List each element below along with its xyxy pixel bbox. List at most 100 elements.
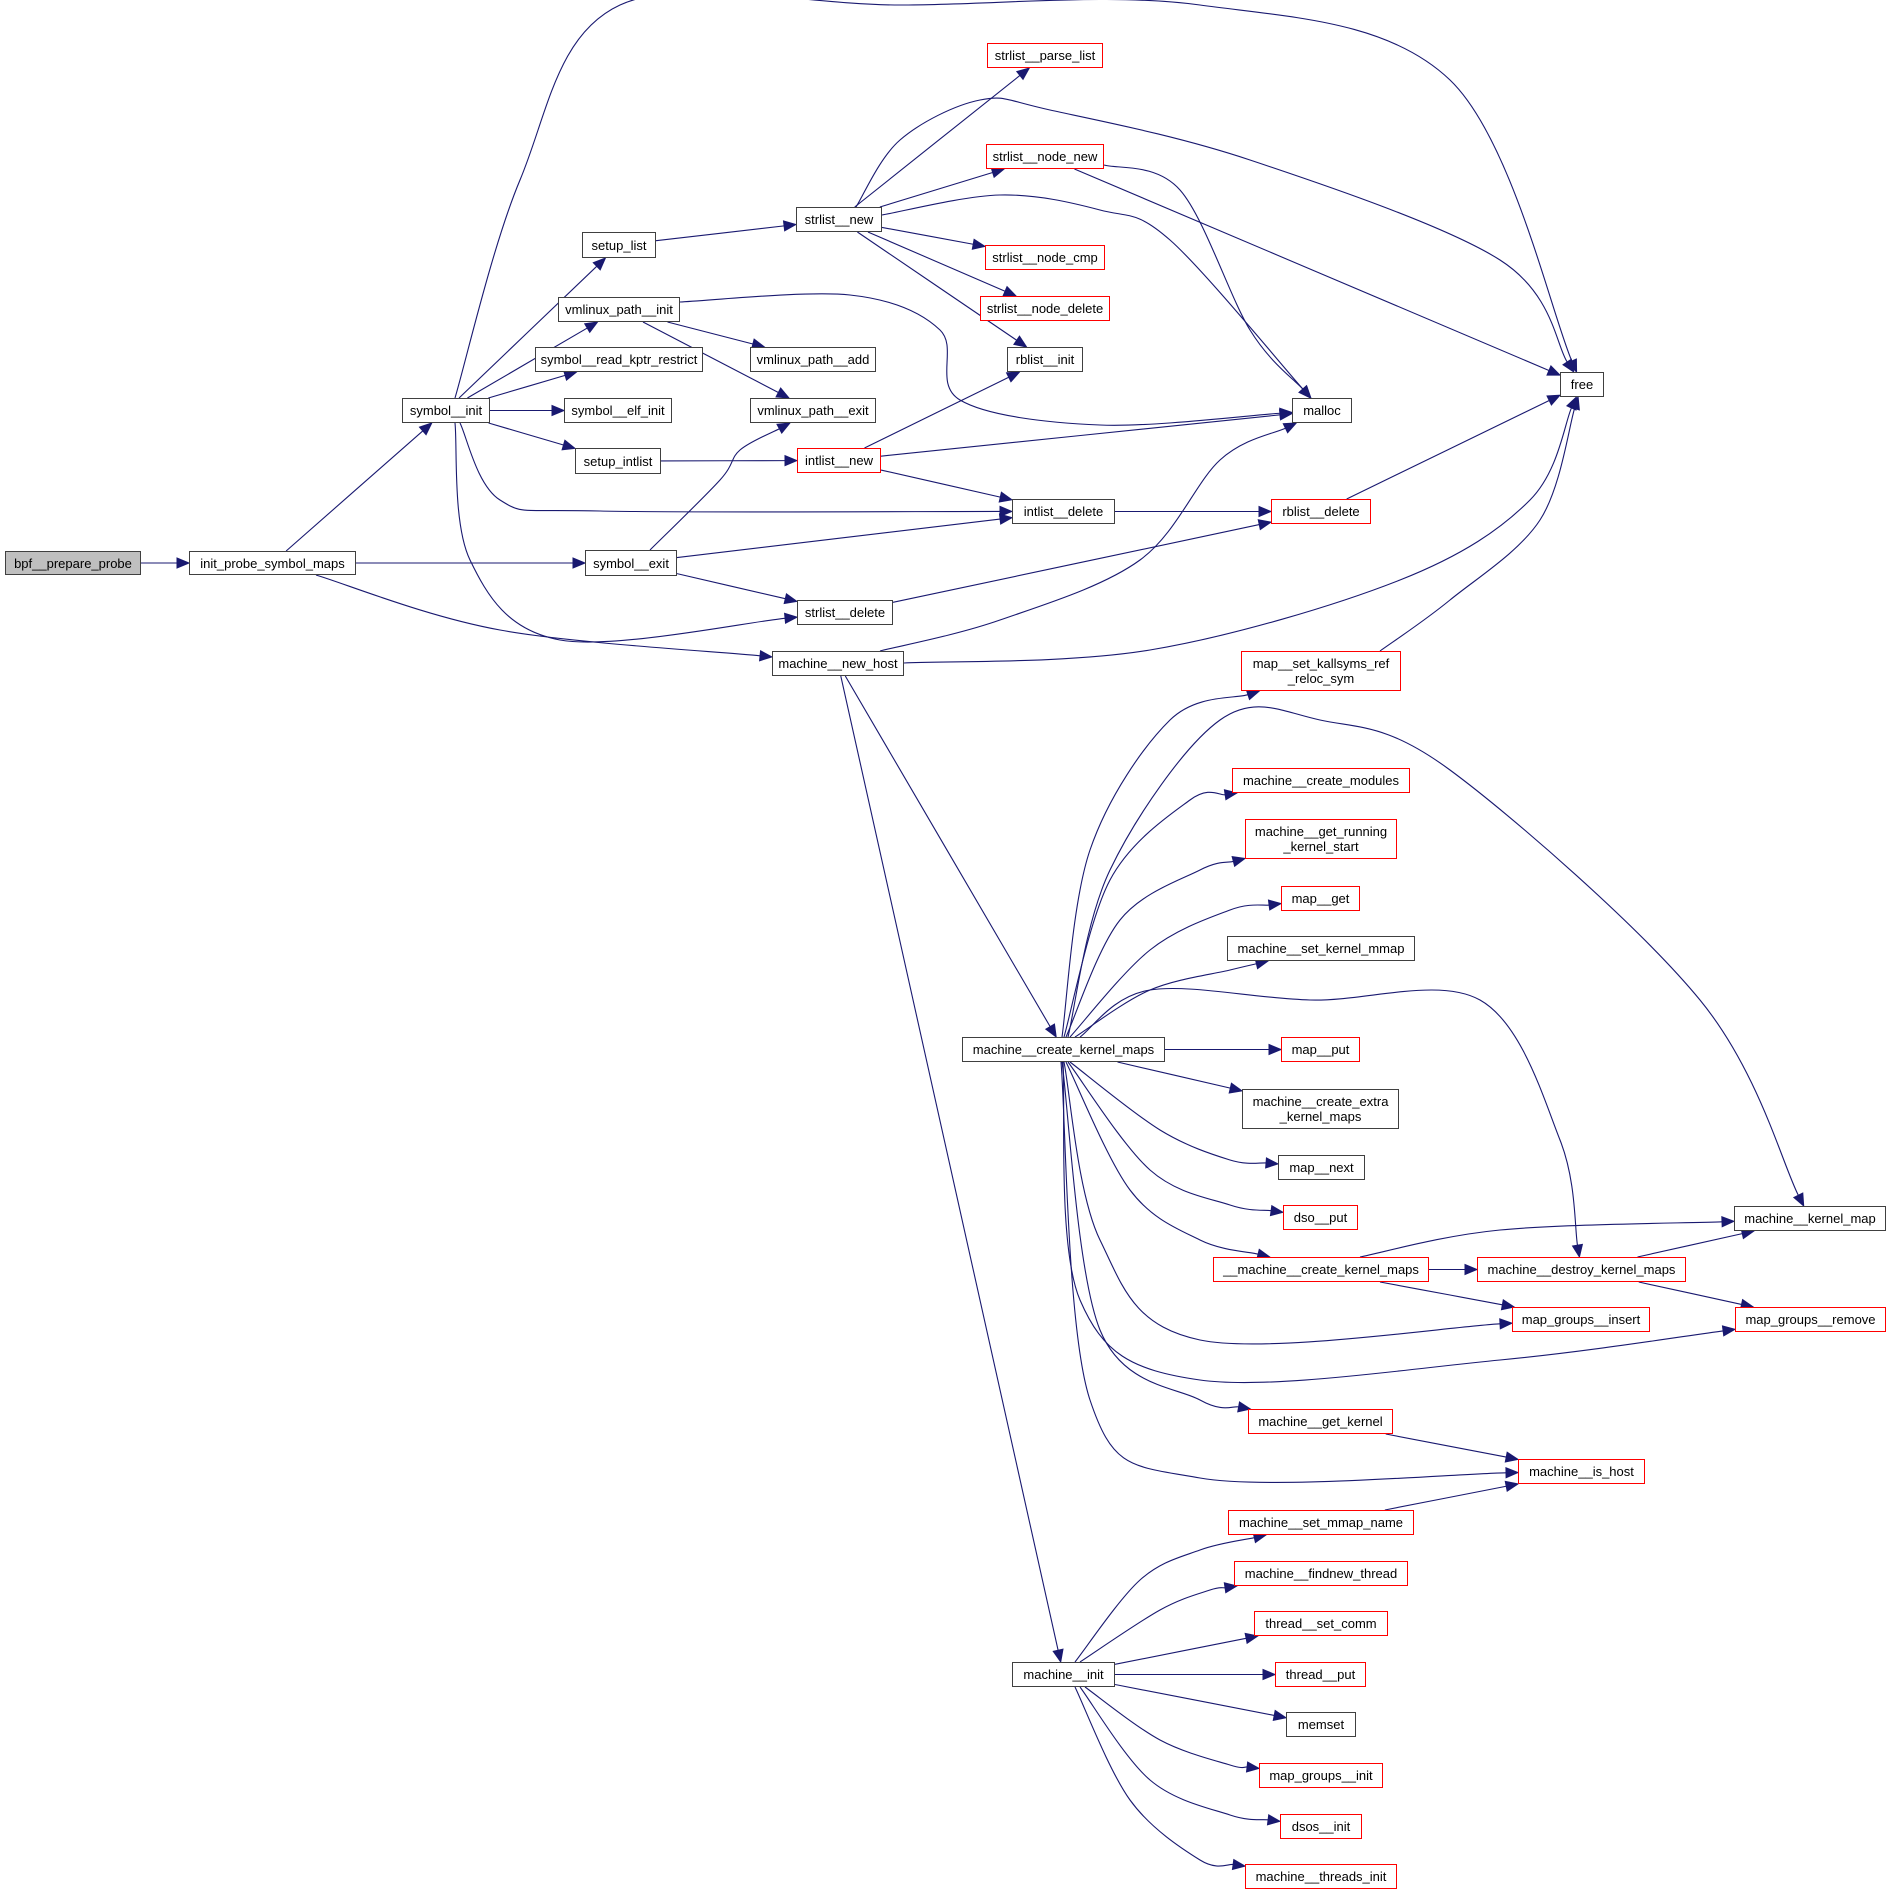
node-label: machine__is_host <box>1529 1464 1634 1479</box>
node-label: symbol__read_kptr_restrict <box>540 352 698 367</box>
node-strlist--node-delete[interactable]: strlist__node_delete <box>980 296 1110 321</box>
edge-arrow-machine__create_kernel_maps-to-machine__get_running_kernel_start <box>1231 856 1247 868</box>
node-machine--get-kernel[interactable]: machine__get_kernel <box>1248 1409 1393 1434</box>
node-machine--destroy-kernel-maps[interactable]: machine__destroy_kernel_maps <box>1477 1257 1686 1282</box>
edge-machine__new_host-to-free <box>903 407 1572 664</box>
edge-arrow-strlist__new-to-strlist__node_cmp <box>971 238 987 250</box>
node-machine--is-host[interactable]: machine__is_host <box>1518 1459 1645 1484</box>
node-machine--findnew-thread[interactable]: machine__findnew_thread <box>1234 1561 1408 1586</box>
node-label: memset <box>1297 1717 1345 1732</box>
node-rblist--init[interactable]: rblist__init <box>1007 347 1083 372</box>
node-rblist--delete[interactable]: rblist__delete <box>1271 499 1371 524</box>
edge-arrow-machine__create_kernel_maps-to-map__next <box>1265 1157 1280 1169</box>
edge-machine__get_kernel-to-machine__is_host <box>1385 1433 1507 1458</box>
node-free[interactable]: free <box>1560 372 1604 397</box>
node-label: map_groups__insert <box>1521 1312 1641 1327</box>
edge-arrow-setup_intlist-to-intlist__new <box>784 454 799 467</box>
edge-arrow-machine__new_host-to-malloc <box>1282 422 1298 434</box>
edge-arrow-intlist__new-to-intlist__delete <box>998 491 1014 503</box>
edge-arrow-machine__create_kernel_maps-to-map__get <box>1267 899 1283 911</box>
node-map-groups--remove[interactable]: map_groups__remove <box>1735 1307 1886 1332</box>
node-machine--create-modules[interactable]: machine__create_modules <box>1232 768 1410 793</box>
node-vmlinux-path--add[interactable]: vmlinux_path__add <box>750 347 876 372</box>
edge-machine__init-to-machine__set_mmap_name <box>1074 1537 1255 1663</box>
node-symbol--read-kptr-restrict[interactable]: symbol__read_kptr_restrict <box>535 347 703 372</box>
node-thread--set-comm[interactable]: thread__set_comm <box>1254 1611 1388 1636</box>
node-label: map__next <box>1289 1160 1354 1175</box>
node-machine--new-host[interactable]: machine__new_host <box>772 651 904 676</box>
edge-arrow-machine__get_kernel-to-machine__is_host <box>1504 1451 1520 1463</box>
edge-arrow-machine__init-to-thread__put <box>1262 1668 1277 1681</box>
node-machine--create-extra-kernel-maps[interactable]: machine__create_extra _kernel_maps <box>1242 1089 1399 1129</box>
node-machine--get-running-kernel-start[interactable]: machine__get_running _kernel_start <box>1245 819 1397 859</box>
node-label: symbol__exit <box>593 555 669 571</box>
node-label: dso__put <box>1293 1210 1348 1225</box>
edge-arrow-intlist__new-to-malloc <box>1278 409 1294 421</box>
node-strlist--node-cmp[interactable]: strlist__node_cmp <box>985 245 1105 270</box>
node-label: setup_list <box>591 237 647 253</box>
edge-arrow-intlist__new-to-rblist__init <box>1005 371 1021 383</box>
edge-arrow-init_probe_symbol_maps-to-symbol__init <box>418 422 433 436</box>
node-symbol--exit[interactable]: symbol__exit <box>585 550 677 576</box>
node-label: intlist__new <box>805 453 873 468</box>
edge-machine__init-to-map_groups__init <box>1084 1686 1248 1769</box>
node-strlist--new[interactable]: strlist__new <box>796 207 882 232</box>
node-strlist--delete[interactable]: strlist__delete <box>797 600 893 625</box>
node-label: thread__set_comm <box>1265 1616 1377 1631</box>
node-symbol--init[interactable]: symbol__init <box>402 398 490 423</box>
node-map--set-kallsyms-ref-reloc-sym[interactable]: map__set_kallsyms_ref _reloc_sym <box>1241 651 1401 691</box>
edge-arrow-machine__init-to-dsos__init <box>1266 1814 1282 1826</box>
node-intlist--new[interactable]: intlist__new <box>797 448 881 473</box>
node-machine--kernel-map[interactable]: machine__kernel_map <box>1734 1206 1886 1231</box>
edge-arrow-strlist__new-to-rblist__init <box>1013 335 1028 348</box>
node-dsos--init[interactable]: dsos__init <box>1280 1814 1362 1839</box>
node-symbol--elf-init[interactable]: symbol__elf_init <box>564 398 672 423</box>
node-strlist--parse-list[interactable]: strlist__parse_list <box>987 43 1103 68</box>
node-label: vmlinux_path__exit <box>757 403 869 418</box>
node-intlist--delete[interactable]: intlist__delete <box>1012 499 1115 524</box>
node-map--get[interactable]: map__get <box>1281 886 1360 911</box>
node-label: strlist__node_delete <box>986 301 1104 316</box>
edge-machine__create_kernel_maps-to-machine__create_extra_kernel_maps <box>1117 1061 1231 1089</box>
node-label: machine__kernel_map <box>1744 1211 1876 1226</box>
node-label: map_groups__remove <box>1745 1312 1876 1327</box>
node-map-groups--insert[interactable]: map_groups__insert <box>1512 1307 1650 1332</box>
node-label: rblist__delete <box>1282 504 1360 519</box>
node-label: machine__set_kernel_mmap <box>1237 941 1405 956</box>
node-machine--set-mmap-name[interactable]: machine__set_mmap_name <box>1228 1510 1414 1535</box>
node-init-probe-symbol-maps[interactable]: init_probe_symbol_maps <box>189 551 356 575</box>
node-map--put[interactable]: map__put <box>1281 1037 1360 1062</box>
node-machine--threads-init[interactable]: machine__threads_init <box>1245 1864 1397 1889</box>
node-setup-intlist[interactable]: setup_intlist <box>575 448 661 474</box>
node-vmlinux-path--init[interactable]: vmlinux_path__init <box>558 297 680 322</box>
edge-arrow-__machine__create_kernel_maps-to-machine__kernel_map <box>1721 1216 1736 1228</box>
node-thread--put[interactable]: thread__put <box>1275 1662 1366 1687</box>
node-map--next[interactable]: map__next <box>1278 1155 1365 1180</box>
node-label: machine__get_running _kernel_start <box>1254 824 1388 854</box>
node-label: free <box>1570 377 1594 392</box>
node-machine--set-kernel-mmap[interactable]: machine__set_kernel_mmap <box>1227 936 1415 961</box>
node-label: strlist__delete <box>804 605 886 620</box>
node-machine--create-kernel-maps[interactable]: __machine__create_kernel_maps <box>1213 1257 1429 1282</box>
node-malloc[interactable]: malloc <box>1292 398 1352 423</box>
node-setup-list[interactable]: setup_list <box>582 232 656 258</box>
node-vmlinux-path--exit[interactable]: vmlinux_path__exit <box>750 398 876 423</box>
node-map-groups--init[interactable]: map_groups__init <box>1259 1763 1383 1788</box>
node-dso--put[interactable]: dso__put <box>1283 1205 1358 1230</box>
node-machine--create-kernel-maps[interactable]: machine__create_kernel_maps <box>962 1037 1165 1062</box>
edge-arrow-strlist__new-to-strlist__parse_list <box>1015 67 1031 81</box>
node-strlist--node-new[interactable]: strlist__node_new <box>986 144 1104 169</box>
edge-arrow-machine__init-to-map_groups__init <box>1245 1761 1261 1773</box>
node-label: strlist__new <box>804 212 874 227</box>
node-machine--init[interactable]: machine__init <box>1012 1662 1115 1687</box>
node-label: strlist__parse_list <box>994 48 1096 63</box>
edge-machine__new_host-to-machine__init <box>840 675 1059 1651</box>
edge-machine__create_kernel_maps-to-__machine__create_kernel_maps <box>1065 1061 1259 1255</box>
edge-machine__init-to-machine__threads_init <box>1074 1686 1234 1867</box>
edge-arrow-intlist__delete-to-rblist__delete <box>1258 505 1273 518</box>
node-label: bpf__prepare_probe <box>14 555 132 571</box>
node-memset[interactable]: memset <box>1286 1712 1356 1737</box>
edge-arrow-setup_list-to-strlist__new <box>782 220 798 232</box>
node-label: map__put <box>1291 1042 1350 1057</box>
edge-machine__init-to-machine__findnew_thread <box>1079 1587 1226 1663</box>
